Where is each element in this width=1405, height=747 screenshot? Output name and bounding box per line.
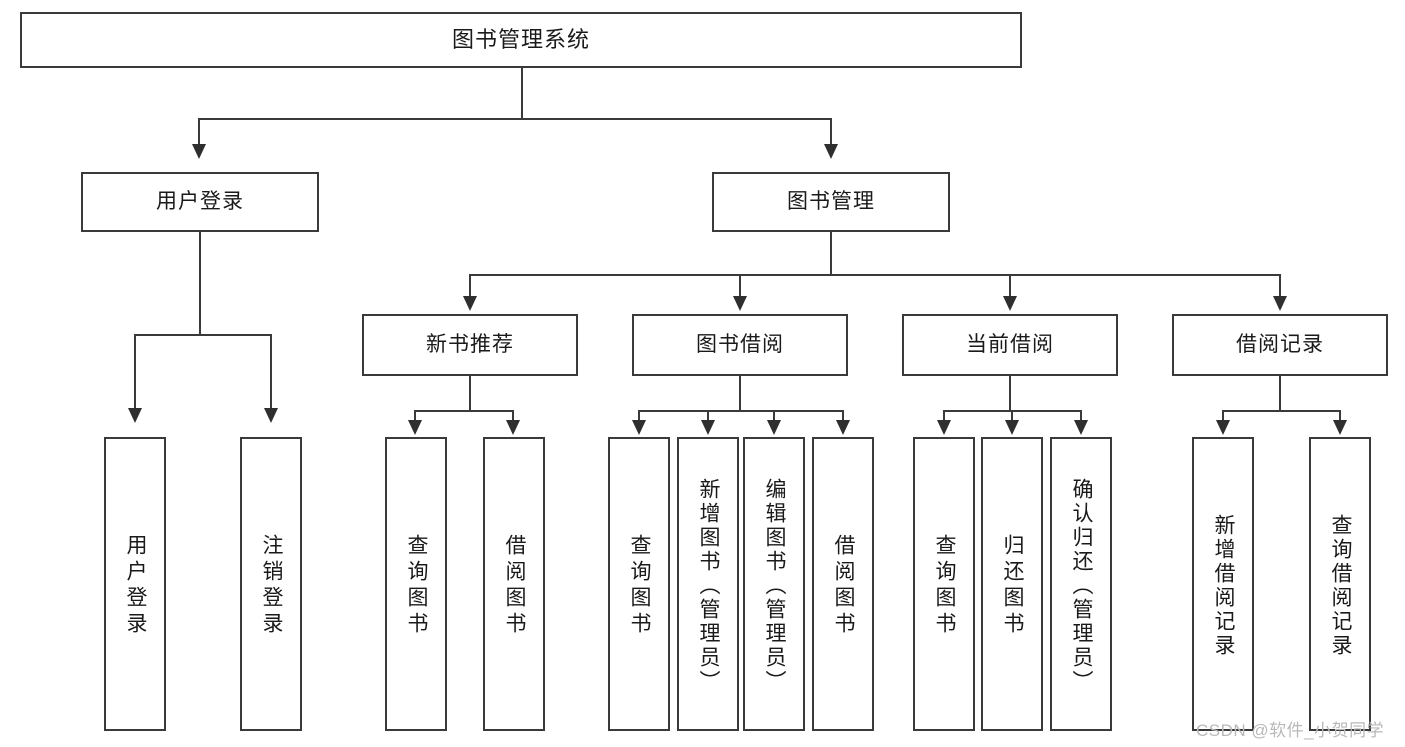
leaf-query-book-current[interactable]: 查询图书 bbox=[913, 437, 975, 731]
connector-current-borrow-to-leaf3 bbox=[1080, 410, 1082, 422]
node-label: 图书借阅 bbox=[696, 332, 784, 356]
leaf-add-borrow-record[interactable]: 新增借阅记录 bbox=[1192, 437, 1254, 731]
connector-current-borrow-stem bbox=[1009, 376, 1011, 410]
node-label: 查询图书 bbox=[405, 534, 429, 638]
connector-book-borrow-bar bbox=[638, 410, 842, 412]
connector-new-book-to-leaf1 bbox=[414, 410, 416, 422]
arrow-user-login-to-leaf2 bbox=[264, 408, 278, 423]
leaf-query-book-borrow[interactable]: 查询图书 bbox=[608, 437, 670, 731]
arrow-root-to-user-login bbox=[192, 144, 206, 159]
node-label: 用户登录 bbox=[156, 189, 244, 213]
connector-book-manage-to-current bbox=[1009, 274, 1011, 298]
leaf-query-book-newrec[interactable]: 查询图书 bbox=[385, 437, 447, 731]
node-label: 查询图书 bbox=[933, 534, 957, 638]
connector-borrow-record-to-leaf1 bbox=[1222, 410, 1224, 422]
arrow-book-borrow-to-leaf2 bbox=[701, 420, 715, 435]
node-label: 当前借阅 bbox=[966, 332, 1054, 356]
arrow-book-manage-to-new-book bbox=[463, 296, 477, 311]
connector-book-borrow-stem bbox=[739, 376, 741, 410]
node-label: 查询借阅记录 bbox=[1329, 514, 1353, 658]
connector-borrow-record-bar bbox=[1222, 410, 1339, 412]
leaf-confirm-return-admin[interactable]: 确认归还（管理员） bbox=[1050, 437, 1112, 731]
connector-new-book-stem bbox=[469, 376, 471, 410]
connector-current-borrow-to-leaf1 bbox=[943, 410, 945, 422]
connector-new-book-to-leaf2 bbox=[512, 410, 514, 422]
node-user-login[interactable]: 用户登录 bbox=[81, 172, 319, 232]
node-label: 图书管理系统 bbox=[451, 27, 590, 53]
node-label: 确认归还（管理员） bbox=[1070, 478, 1094, 694]
connector-book-manage-bar bbox=[469, 274, 1279, 276]
connector-book-borrow-to-leaf2 bbox=[707, 410, 709, 422]
connector-root-bar bbox=[198, 118, 832, 120]
arrow-book-manage-to-borrow bbox=[733, 296, 747, 311]
node-book-borrow[interactable]: 图书借阅 bbox=[632, 314, 848, 376]
node-label: 新增图书（管理员） bbox=[697, 478, 721, 694]
node-book-manage[interactable]: 图书管理 bbox=[712, 172, 950, 232]
arrow-new-book-to-leaf2 bbox=[506, 420, 520, 435]
arrow-current-borrow-to-leaf2 bbox=[1005, 420, 1019, 435]
node-label: 新书推荐 bbox=[426, 332, 514, 356]
node-label: 归还图书 bbox=[1001, 534, 1025, 638]
leaf-add-book-admin[interactable]: 新增图书（管理员） bbox=[677, 437, 739, 731]
connector-borrow-record-to-leaf2 bbox=[1339, 410, 1341, 422]
leaf-query-borrow-record[interactable]: 查询借阅记录 bbox=[1309, 437, 1371, 731]
node-new-book-recommend[interactable]: 新书推荐 bbox=[362, 314, 578, 376]
leaf-logout[interactable]: 注销登录 bbox=[240, 437, 302, 731]
connector-root-to-book-manage bbox=[830, 118, 832, 146]
node-root-system[interactable]: 图书管理系统 bbox=[20, 12, 1022, 68]
node-label: 查询图书 bbox=[628, 534, 652, 638]
arrow-book-borrow-to-leaf4 bbox=[836, 420, 850, 435]
arrow-borrow-record-to-leaf2 bbox=[1333, 420, 1347, 435]
connector-current-borrow-to-leaf2 bbox=[1011, 410, 1013, 422]
connector-new-book-bar bbox=[414, 410, 512, 412]
leaf-return-book[interactable]: 归还图书 bbox=[981, 437, 1043, 731]
node-label: 借阅图书 bbox=[503, 534, 527, 638]
arrow-user-login-to-leaf1 bbox=[128, 408, 142, 423]
csdn-watermark: CSDN @软件_小贺同学 bbox=[1196, 721, 1385, 740]
connector-user-login-stem bbox=[199, 232, 201, 334]
arrow-root-to-book-manage bbox=[824, 144, 838, 159]
arrow-book-borrow-to-leaf1 bbox=[632, 420, 646, 435]
leaf-borrow-book[interactable]: 借阅图书 bbox=[812, 437, 874, 731]
leaf-borrow-book-newrec[interactable]: 借阅图书 bbox=[483, 437, 545, 731]
connector-user-login-to-leaf1 bbox=[134, 334, 136, 410]
arrow-current-borrow-to-leaf1 bbox=[937, 420, 951, 435]
arrow-book-manage-to-current bbox=[1003, 296, 1017, 311]
arrow-book-manage-to-record bbox=[1273, 296, 1287, 311]
node-label: 借阅记录 bbox=[1236, 332, 1324, 356]
connector-book-manage-to-borrow bbox=[739, 274, 741, 298]
arrow-book-borrow-to-leaf3 bbox=[767, 420, 781, 435]
connector-borrow-record-stem bbox=[1279, 376, 1281, 410]
connector-book-borrow-to-leaf1 bbox=[638, 410, 640, 422]
node-borrow-record[interactable]: 借阅记录 bbox=[1172, 314, 1388, 376]
connector-book-manage-to-record bbox=[1279, 274, 1281, 298]
connector-book-manage-stem bbox=[830, 232, 832, 274]
node-label: 注销登录 bbox=[260, 534, 284, 638]
node-current-borrow[interactable]: 当前借阅 bbox=[902, 314, 1118, 376]
node-label: 新增借阅记录 bbox=[1212, 514, 1236, 658]
node-label: 图书管理 bbox=[787, 189, 875, 213]
connector-root-to-user-login bbox=[198, 118, 200, 146]
arrow-new-book-to-leaf1 bbox=[408, 420, 422, 435]
connector-user-login-to-leaf2 bbox=[270, 334, 272, 410]
connector-user-login-bar bbox=[134, 334, 270, 336]
connector-book-manage-to-new-book bbox=[469, 274, 471, 298]
node-label: 借阅图书 bbox=[832, 534, 856, 638]
leaf-edit-book-admin[interactable]: 编辑图书（管理员） bbox=[743, 437, 805, 731]
node-label: 用户登录 bbox=[124, 534, 148, 638]
arrow-borrow-record-to-leaf1 bbox=[1216, 420, 1230, 435]
connector-root-stem bbox=[521, 68, 523, 118]
arrow-current-borrow-to-leaf3 bbox=[1074, 420, 1088, 435]
connector-book-borrow-to-leaf3 bbox=[773, 410, 775, 422]
connector-book-borrow-to-leaf4 bbox=[842, 410, 844, 422]
node-label: 编辑图书（管理员） bbox=[763, 478, 787, 694]
leaf-user-login[interactable]: 用户登录 bbox=[104, 437, 166, 731]
